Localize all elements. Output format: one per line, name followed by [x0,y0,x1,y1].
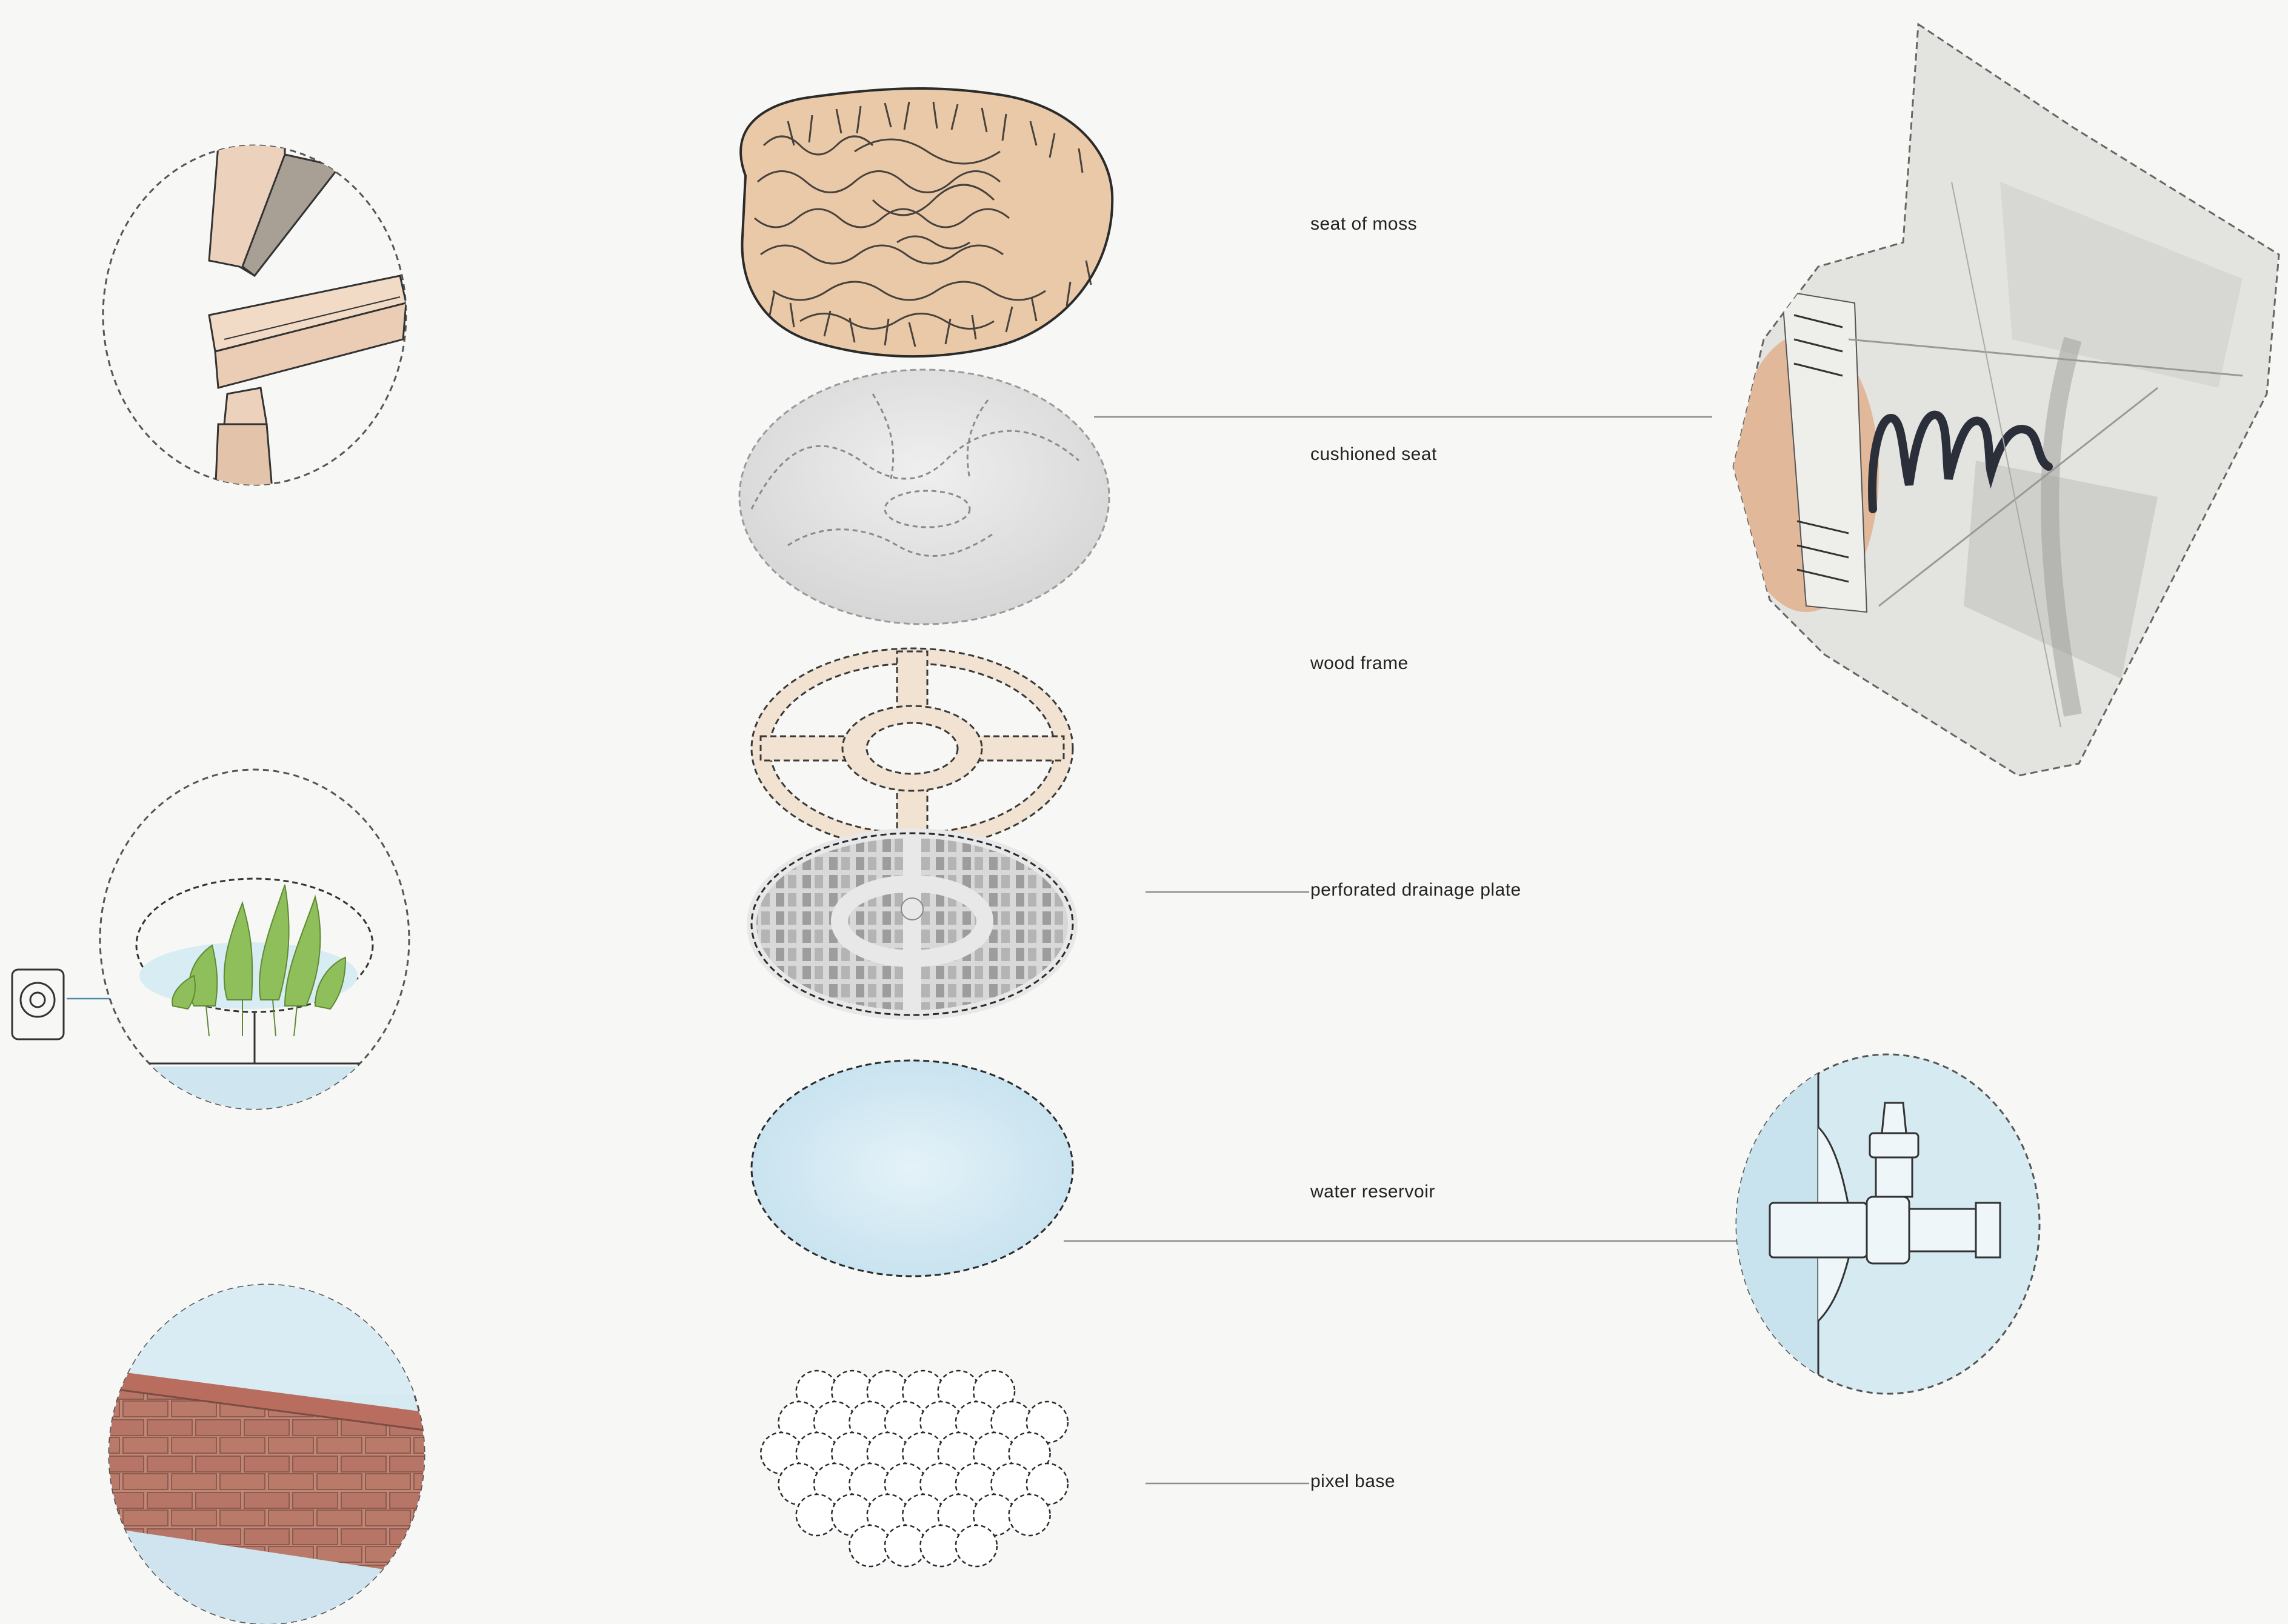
label-cushioned-seat: cushioned seat [1310,444,1437,465]
label-water-reservoir: water reservoir [1310,1182,1435,1202]
base-cell [796,1494,838,1536]
base-cell [956,1525,997,1566]
label-pixel-base: pixel base [1310,1471,1395,1492]
cushion-shell-layer [739,370,1109,624]
moss-seat-layer [741,88,1112,356]
water-reservoir-layer [752,1060,1073,1276]
base-cell [849,1525,890,1566]
base-cell [885,1525,926,1566]
base-cell [1009,1494,1050,1536]
water-valve-detail-icon [1733,1054,2040,1394]
label-wood-frame: wood frame [1310,653,1409,674]
label-seat-of-moss: seat of moss [1310,214,1417,235]
wood-joint-detail-icon [103,142,406,497]
planter-detail-icon [12,770,412,1139]
wood-frame-layer [752,648,1073,848]
base-cell [920,1525,961,1566]
label-drainage-plate: perforated drainage plate [1310,880,1521,900]
drainage-plate-layer [752,833,1073,1015]
spring-cushion-detail-icon [1733,24,2279,776]
pixel-base-layer [761,1371,1068,1566]
water-outlet-icon [12,970,64,1039]
brick-tiles-detail-icon [103,1273,430,1624]
